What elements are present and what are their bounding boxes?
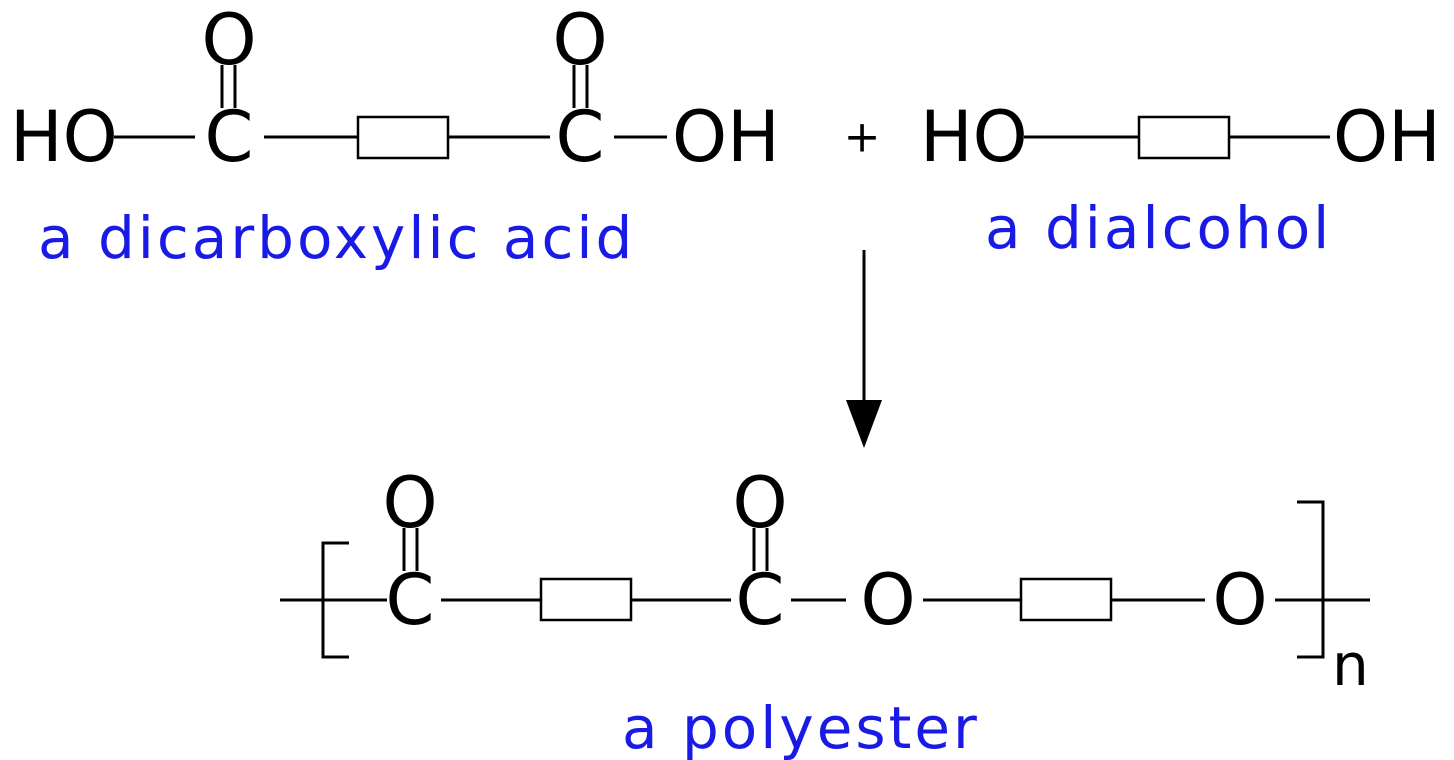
carbonyl-carbon-1: C bbox=[205, 96, 254, 178]
left-bracket bbox=[321, 541, 349, 659]
r-group-box-icon bbox=[356, 115, 450, 160]
ester-oxygen-2: O bbox=[1212, 559, 1267, 641]
r-group-box-icon bbox=[1137, 115, 1231, 160]
repeat-count-subscript: n bbox=[1332, 631, 1369, 699]
ester-oxygen-1: O bbox=[860, 559, 915, 641]
hydroxyl-group-right: OH bbox=[672, 96, 780, 178]
hydroxyl-group-right: OH bbox=[1333, 96, 1441, 178]
carbonyl-oxygen-2: O bbox=[732, 462, 787, 544]
label-dialcohol: a dialcohol bbox=[985, 194, 1332, 262]
label-dicarboxylic-acid: a dicarboxylic acid bbox=[38, 204, 635, 272]
dialcohol-structure: HO OH bbox=[920, 96, 1441, 178]
carbonyl-oxygen-1: O bbox=[201, 0, 256, 81]
carbonyl-oxygen-2: O bbox=[552, 0, 607, 81]
carbonyl-oxygen-1: O bbox=[382, 462, 437, 544]
plus-sign: + bbox=[844, 112, 881, 163]
polyester-structure: C O C O O O n bbox=[280, 462, 1370, 699]
arrow-head bbox=[846, 400, 882, 448]
hydroxyl-group-left: HO bbox=[920, 96, 1028, 178]
r-group-box-icon bbox=[1019, 577, 1113, 622]
carbonyl-carbon-2: C bbox=[556, 96, 605, 178]
dicarboxylic-acid-structure: HO C O C O OH bbox=[10, 0, 780, 178]
hydroxyl-group-left: HO bbox=[10, 96, 118, 178]
carbonyl-carbon-2: C bbox=[736, 559, 785, 641]
carbonyl-carbon-1: C bbox=[386, 559, 435, 641]
right-bracket bbox=[1297, 500, 1325, 659]
r-group-box-icon bbox=[539, 577, 633, 622]
down-arrow-icon bbox=[846, 250, 882, 448]
label-polyester: a polyester bbox=[622, 694, 980, 760]
